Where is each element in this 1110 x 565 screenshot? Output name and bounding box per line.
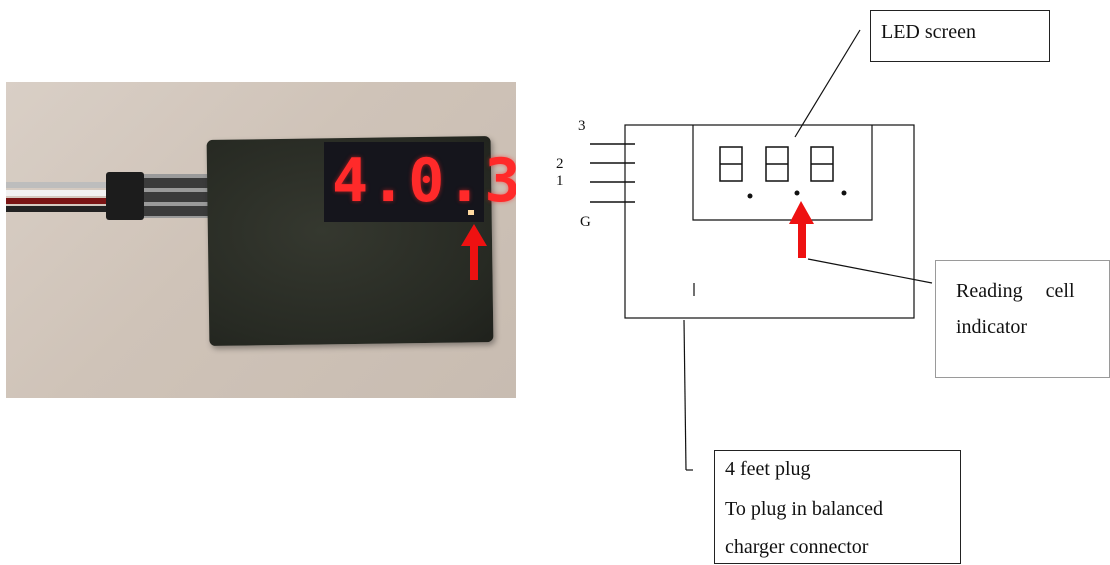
pin-label-g: G — [580, 214, 591, 230]
wire-black — [6, 206, 126, 212]
pin-label-2: 2 — [556, 156, 564, 172]
plug-callout: 4 feet plug To plug in balanced charger … — [714, 450, 961, 564]
decimal-dot-2 — [794, 190, 800, 196]
indicator-leader-line — [807, 258, 933, 284]
device-photo: 4.0.3. — [6, 82, 516, 398]
reading-cell-label-line1: Reading cell — [956, 280, 1075, 302]
decimal-dot-1 — [747, 193, 753, 199]
led-screen-label: LED screen — [881, 21, 976, 43]
plug-label-line3: charger connector — [725, 536, 869, 558]
segment-digit-1 — [719, 146, 743, 182]
wire-red — [6, 198, 126, 204]
photo-arrow-head-icon — [461, 224, 487, 246]
connector-plug — [106, 172, 144, 220]
led-screen-callout: LED screen — [870, 10, 1050, 62]
reading-cell-callout: Reading cell indicator — [935, 260, 1110, 378]
connector-pins — [144, 174, 214, 218]
decimal-dot-3 — [841, 190, 847, 196]
wire-grey — [6, 182, 126, 188]
wire-white — [6, 190, 126, 196]
led-display-panel — [324, 142, 484, 222]
pin-label-1: 1 — [556, 173, 564, 189]
led-window — [692, 125, 873, 221]
reading-cell-label-line2: indicator — [956, 316, 1028, 338]
segment-digit-3 — [810, 146, 834, 182]
plug-label-line2: To plug in balanced — [725, 498, 883, 520]
connector-pin-lines — [590, 143, 635, 203]
plug-leader-line — [683, 319, 687, 471]
led-leader-line — [794, 29, 861, 138]
pin-label-3: 3 — [578, 118, 586, 134]
active-decimal-point — [468, 210, 474, 215]
device-outline — [624, 124, 915, 319]
plug-label-line1: 4 feet plug — [725, 458, 811, 480]
segment-digit-2 — [765, 146, 789, 182]
reading-cell-arrow-icon — [789, 201, 814, 258]
photo-arrow-shaft-icon — [470, 244, 478, 280]
